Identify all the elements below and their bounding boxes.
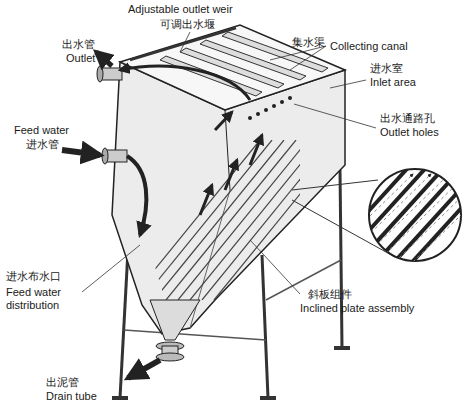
part-label: 出水通路孔 [380, 112, 435, 125]
leader-lines [82, 245, 140, 292]
inclined-plates [238, 140, 368, 300]
flow-arrows [128, 360, 160, 378]
part-label: 进水布水口 [6, 270, 61, 283]
part-label: Feed water [14, 124, 69, 137]
magnifier [315, 160, 474, 270]
part-label: Collecting canal [330, 40, 408, 53]
feed-pipe [62, 148, 146, 235]
outlet-holes [280, 100, 284, 104]
magnifier [395, 174, 474, 262]
legs [112, 396, 128, 400]
outlet-holes [272, 104, 276, 108]
part-label: 出泥管 [46, 376, 79, 389]
part-label: 集水渠 [292, 36, 325, 49]
part-label: Outlet [66, 52, 95, 65]
part-label: Adjustable outlet weir [128, 3, 233, 16]
collecting-canal [130, 28, 236, 60]
feed-pipe [62, 150, 100, 155]
collecting-canal [130, 28, 328, 96]
flow-arrows [225, 160, 237, 190]
leader-lines [250, 240, 300, 294]
outlet-holes [288, 96, 292, 100]
inclined-plates [202, 140, 332, 300]
inclined-plates [226, 140, 356, 300]
leader-lines [270, 46, 326, 60]
tank-body [156, 353, 184, 361]
inclined-plates [154, 140, 284, 300]
flow-arrows [200, 185, 212, 215]
legs [260, 396, 276, 400]
outlet-holes [248, 96, 292, 120]
inclined-plates [142, 140, 272, 300]
part-label: 进水室 [370, 62, 403, 75]
leader-lines [294, 104, 376, 128]
inclined-plates [214, 140, 344, 300]
legs [340, 170, 342, 348]
flow-arrows [120, 66, 250, 100]
outlet-pipe [96, 52, 112, 66]
feed-pipe [102, 148, 108, 164]
inclined-plates [190, 140, 320, 300]
part-label: 可调出水堰 [160, 18, 215, 31]
flow-arrows [120, 66, 262, 378]
flow-arrows [215, 112, 232, 130]
part-label: 斜板组件 [308, 288, 352, 301]
outlet-holes [256, 112, 260, 116]
tank-body [120, 25, 345, 110]
outlet-pipe [97, 66, 103, 82]
feed-pipe [127, 156, 146, 235]
leader-lines [180, 32, 190, 52]
legs [334, 346, 350, 350]
flow-arrows [250, 135, 262, 165]
outlet-holes [248, 116, 252, 120]
leader-lines [330, 80, 366, 88]
inclined-plates [166, 140, 296, 300]
magnifier [413, 174, 474, 262]
inclined-plates [250, 140, 380, 300]
tank-body [150, 300, 200, 340]
legs [124, 330, 266, 340]
part-label: 进水管 [26, 138, 59, 151]
inclined-plates [178, 140, 308, 300]
part-label: Drain tube [46, 390, 97, 403]
part-label: 出水管 [62, 38, 95, 51]
part-label: Outlet holes [380, 126, 439, 139]
magnifier [292, 160, 474, 270]
magnifier [405, 160, 474, 270]
part-label: Inlet area [370, 76, 416, 89]
inclined-plates [130, 140, 260, 300]
outlet-holes [264, 108, 268, 112]
outlet-pipe [96, 52, 122, 82]
leader-lines [82, 32, 376, 294]
leader-lines [290, 46, 326, 70]
collecting-canal [222, 32, 328, 72]
magnifier [292, 180, 378, 190]
part-label: Feed water distribution [6, 286, 76, 312]
collecting-canal [160, 56, 262, 96]
part-label: Inclined plate assembly [300, 302, 414, 315]
legs [262, 255, 268, 398]
